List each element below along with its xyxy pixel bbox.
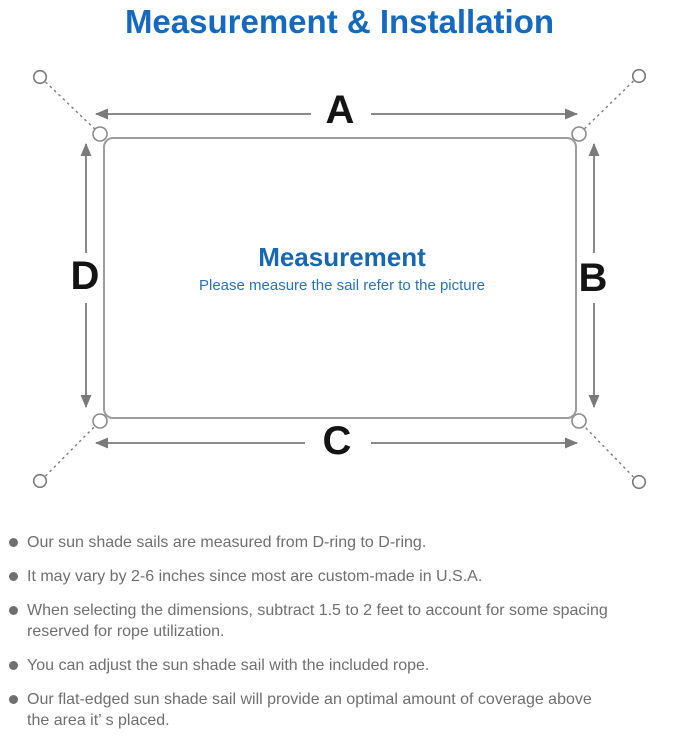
list-item: When selecting the dimensions, subtract … [9,600,675,642]
notes-list: Our sun shade sails are measured from D-… [9,532,675,739]
note-line: You can adjust the sun shade sail with t… [27,657,430,674]
list-item: Our flat-edged sun shade sail will provi… [9,689,675,731]
anchor-ring-icon [32,69,48,85]
bullet-icon [9,606,18,615]
anchor-ring-icon [631,474,647,490]
list-item: It may vary by 2-6 inches since most are… [9,566,675,587]
dim-label-d: D [71,254,100,298]
page-title: Measurement & Installation [124,3,555,40]
anchor-ring-icon [32,473,48,489]
note-text: You can adjust the sun shade sail with t… [27,655,429,676]
note-text: When selecting the dimensions, subtract … [27,600,608,642]
d-ring-icon [92,126,108,142]
note-line: the area it’ s placed. [27,712,170,729]
note-text: It may vary by 2-6 inches since most are… [27,566,482,587]
note-line: Our sun shade sails are measured from D-… [27,534,427,551]
note-line: reserved for rope utilization. [27,623,225,640]
rope-line-bottom-left [45,421,100,477]
bullet-icon [9,572,18,581]
note-text: Our sun shade sails are measured from D-… [27,532,426,553]
d-ring-icon [92,413,108,429]
d-ring-icon [571,413,587,429]
diagram-center-title: Measurement [258,242,426,272]
rope-line-top-right [579,80,634,134]
note-line: Our flat-edged sun shade sail will provi… [27,691,592,708]
diagram-center-subtitle: Please measure the sail refer to the pic… [199,277,485,294]
bullet-icon [9,695,18,704]
bullet-icon [9,661,18,670]
rope-line-bottom-right [579,421,635,478]
note-line: It may vary by 2-6 inches since most are… [27,568,483,585]
anchor-ring-icon [631,68,647,84]
sail-outline [103,137,577,419]
bullet-icon [9,538,18,547]
dimension-arrows [80,108,600,449]
note-text: Our flat-edged sun shade sail will provi… [27,689,592,731]
sail-measurement-diagram: A B C D Measurement Please measure the s… [32,68,647,490]
corner-d-rings [92,126,587,429]
list-item: You can adjust the sun shade sail with t… [9,655,675,676]
dim-label-a: A [326,88,355,132]
dim-label-b: B [579,256,608,300]
note-line: When selecting the dimensions, subtract … [27,602,608,619]
dim-label-c: C [323,419,352,463]
anchor-rings [32,68,647,490]
rope-line-top-left [45,81,100,134]
list-item: Our sun shade sails are measured from D-… [9,532,675,553]
corner-rope-lines [45,80,635,478]
d-ring-icon [571,126,587,142]
